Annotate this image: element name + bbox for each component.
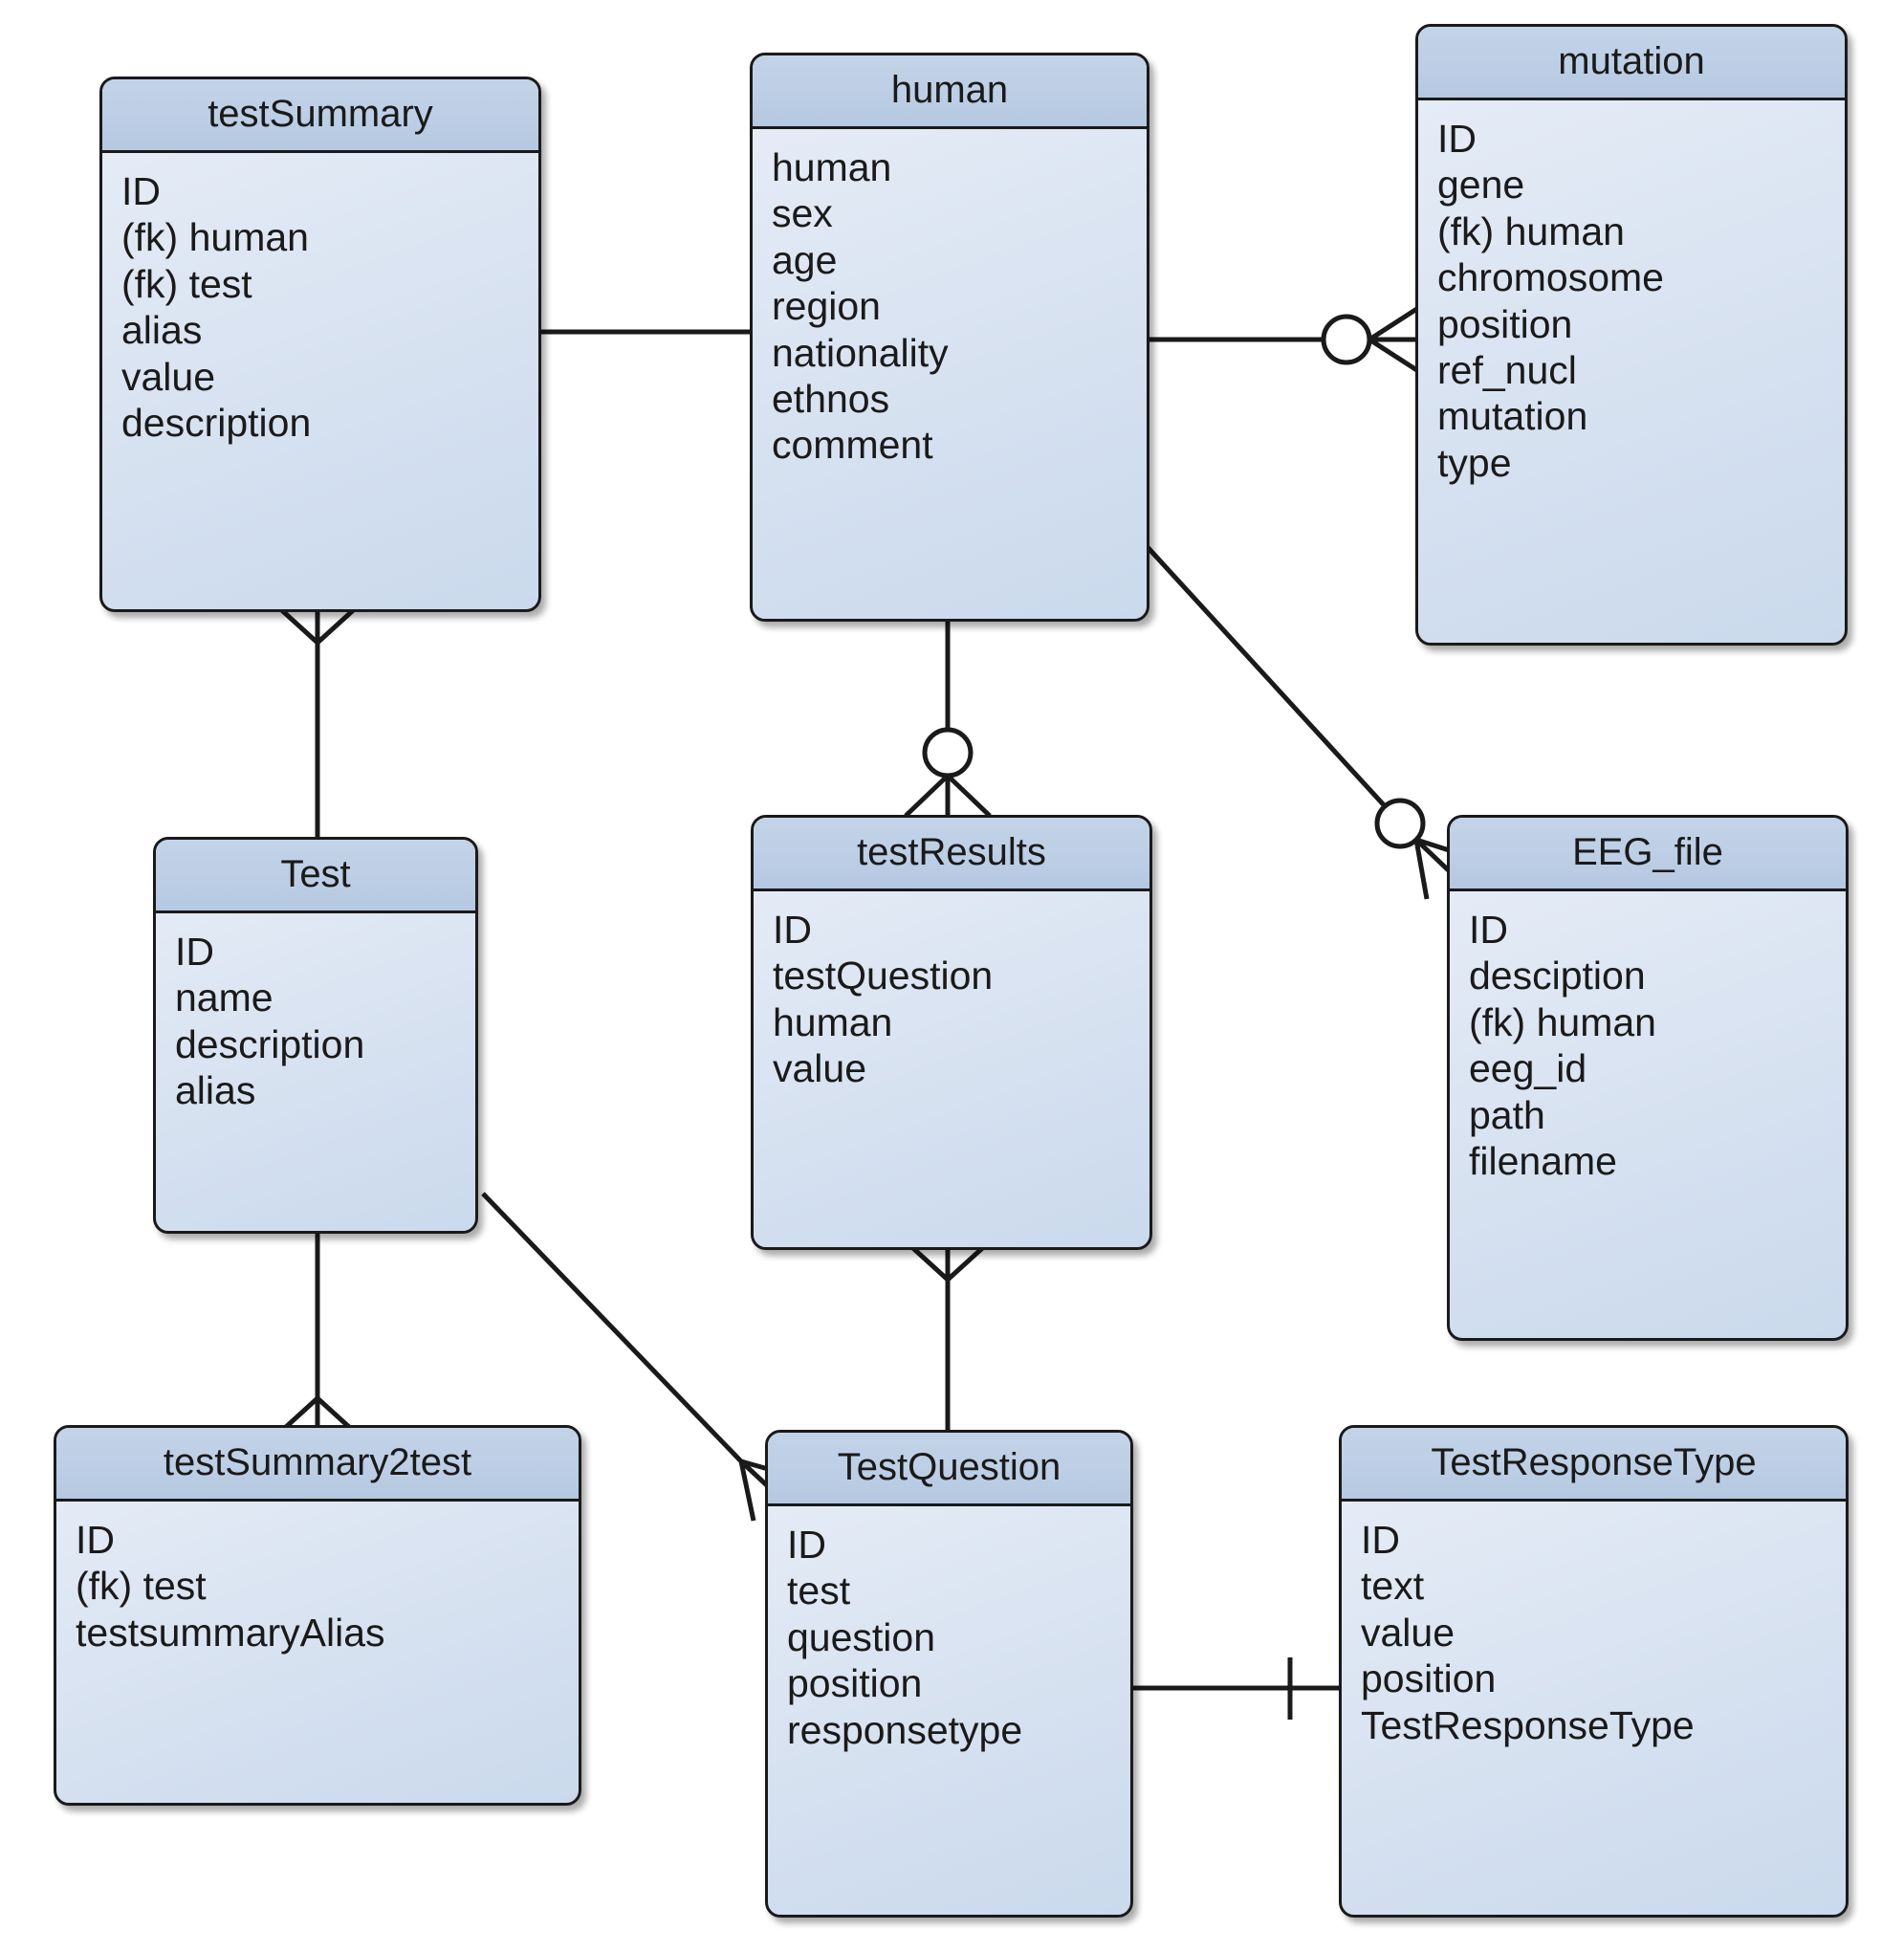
field-row: testQuestion xyxy=(773,954,994,998)
field-row: ID xyxy=(787,1523,826,1567)
entity-mutation[interactable]: mutation ID gene (fk) human chromosome p… xyxy=(1415,24,1848,646)
field-row: description xyxy=(121,400,312,445)
entity-fields-human: human sex age region nationality ethnos … xyxy=(753,129,1147,486)
entity-human[interactable]: human human sex age region nationality e… xyxy=(750,53,1149,622)
entity-title-test: Test xyxy=(156,840,475,913)
entity-title-eeg-file: EEG_file xyxy=(1450,818,1846,891)
entity-fields-eeg-file: ID desciption (fk) human eeg_id path fil… xyxy=(1450,891,1846,1201)
entity-fields-testresponsetype: ID text value position TestResponseType xyxy=(1342,1502,1846,1766)
entity-title-testquestion: TestQuestion xyxy=(768,1433,1130,1506)
field-row: text xyxy=(1361,1564,1425,1609)
field-row: nationality xyxy=(772,330,949,375)
entity-testsummary2test[interactable]: testSummary2test ID (fk) test testsummar… xyxy=(54,1425,581,1806)
entity-fields-testsummary2test: ID (fk) test testsummaryAlias xyxy=(56,1502,579,1673)
field-row: human xyxy=(772,145,892,189)
field-row: sex xyxy=(772,191,833,236)
entity-title-human: human xyxy=(753,55,1147,129)
field-row: name xyxy=(175,976,274,1020)
field-row: desciption xyxy=(1469,954,1646,998)
field-row: ID xyxy=(121,169,161,213)
field-row: ID xyxy=(773,908,812,952)
field-row: ID xyxy=(1469,908,1508,952)
field-row: age xyxy=(772,237,838,282)
entity-test[interactable]: Test ID name description alias xyxy=(153,837,478,1234)
field-row: ref_nucl xyxy=(1437,347,1577,392)
field-row: position xyxy=(1361,1656,1497,1701)
field-row: ethnos xyxy=(772,376,890,421)
field-row: filename xyxy=(1469,1138,1617,1183)
field-row: ID xyxy=(1437,117,1477,161)
entity-eeg-file[interactable]: EEG_file ID desciption (fk) human eeg_id… xyxy=(1447,815,1849,1341)
entity-title-testresponsetype: TestResponseType xyxy=(1342,1428,1846,1502)
field-row: ID xyxy=(76,1518,115,1562)
field-row: value xyxy=(773,1046,867,1091)
field-row: gene xyxy=(1437,163,1525,208)
field-row: (fk) test xyxy=(76,1564,207,1609)
entity-title-testsummary2test: testSummary2test xyxy=(56,1428,579,1502)
field-row: ID xyxy=(1361,1518,1400,1562)
field-row: alias xyxy=(175,1068,256,1113)
field-row: responsetype xyxy=(787,1707,1023,1752)
entity-fields-testsummary: ID (fk) human (fk) test alias value desc… xyxy=(102,153,538,463)
field-row: value xyxy=(121,354,216,399)
field-row: human xyxy=(773,999,893,1044)
field-row: position xyxy=(1437,301,1573,346)
field-row: testsummaryAlias xyxy=(76,1610,385,1655)
field-row: alias xyxy=(121,308,203,353)
field-row: eeg_id xyxy=(1469,1046,1587,1091)
marker-zero-circle-eegfile xyxy=(1374,798,1426,849)
entity-title-testsummary: testSummary xyxy=(102,79,538,153)
entity-testresponsetype[interactable]: TestResponseType ID text value position … xyxy=(1339,1425,1849,1918)
field-row: value xyxy=(1361,1610,1455,1655)
field-row: chromosome xyxy=(1437,255,1664,300)
field-row: type xyxy=(1437,440,1512,485)
field-row: (fk) human xyxy=(121,215,309,260)
entity-testquestion[interactable]: TestQuestion ID test question position r… xyxy=(765,1430,1133,1918)
field-row: region xyxy=(772,284,881,329)
field-row: TestResponseType xyxy=(1361,1702,1695,1747)
entity-fields-testquestion: ID test question position responsetype xyxy=(768,1506,1130,1770)
field-row: description xyxy=(175,1021,365,1066)
field-row: (fk) human xyxy=(1469,999,1656,1044)
field-row: comment xyxy=(772,423,933,468)
connector-test-testquestion xyxy=(481,1192,743,1463)
field-row: position xyxy=(787,1661,923,1706)
entity-title-mutation: mutation xyxy=(1418,27,1845,100)
field-row: mutation xyxy=(1437,394,1588,439)
entity-fields-mutation: ID gene (fk) human chromosome position r… xyxy=(1418,100,1845,503)
field-row: (fk) human xyxy=(1437,208,1625,253)
field-row: ID xyxy=(175,930,214,974)
entity-testsummary[interactable]: testSummary ID (fk) human (fk) test alia… xyxy=(99,77,541,612)
entity-fields-testresults: ID testQuestion human value xyxy=(754,891,1149,1109)
field-row: question xyxy=(787,1614,936,1659)
field-row: test xyxy=(787,1568,851,1613)
marker-zero-circle-mutation xyxy=(1321,314,1372,365)
field-row: (fk) test xyxy=(121,261,252,306)
field-row: path xyxy=(1469,1092,1545,1137)
connector-human-eegfile xyxy=(1144,543,1389,810)
entity-testresults[interactable]: testResults ID testQuestion human value xyxy=(751,815,1152,1250)
marker-zero-circle-testresults xyxy=(922,727,974,779)
entity-fields-test: ID name description alias xyxy=(156,913,475,1131)
entity-title-testresults: testResults xyxy=(754,818,1149,891)
